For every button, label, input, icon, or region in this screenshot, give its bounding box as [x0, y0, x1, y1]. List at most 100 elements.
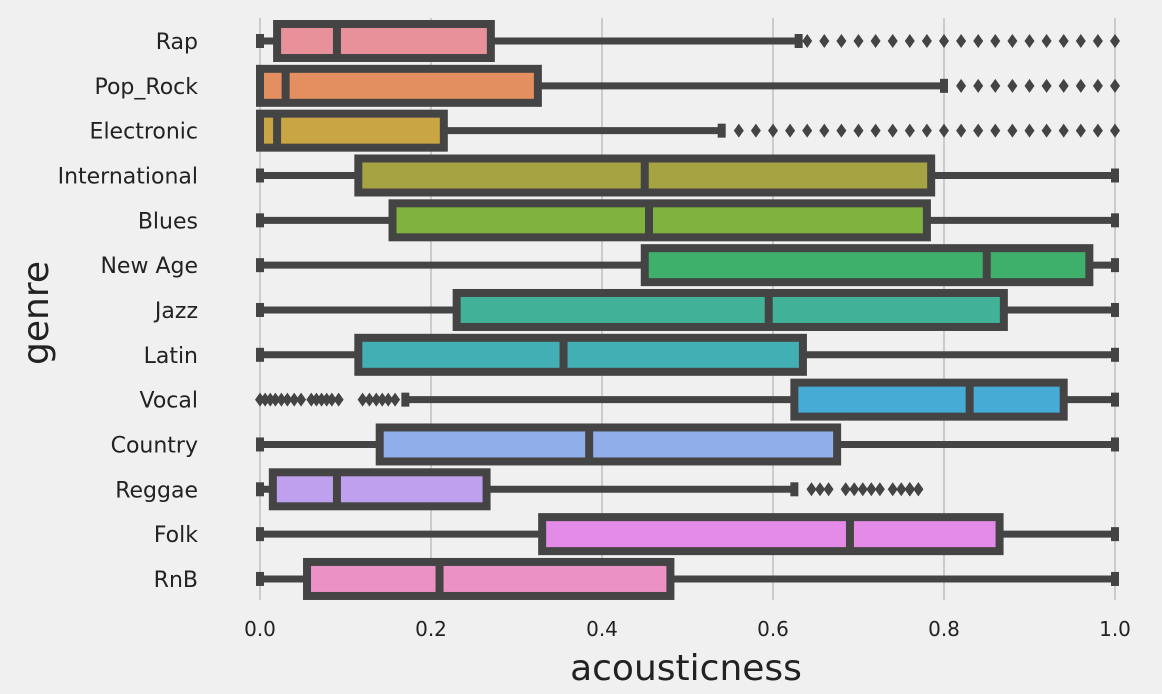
- x-tick-0: 0.0: [244, 617, 276, 641]
- iqr-box: [303, 557, 675, 600]
- iqr-box: [538, 513, 1004, 556]
- genre-labels: RapPop_RockElectronicInternationalBluesN…: [58, 30, 199, 593]
- flier: [750, 123, 761, 138]
- flier: [823, 482, 834, 497]
- flier: [819, 123, 830, 138]
- flier: [1007, 78, 1018, 93]
- genre-label-reggae: Reggae: [115, 478, 198, 503]
- whisker-cap-low: [256, 482, 264, 497]
- flier: [973, 123, 984, 138]
- flier: [1058, 34, 1069, 48]
- flier: [956, 123, 967, 138]
- flier: [904, 482, 915, 497]
- genre-label-jazz: Jazz: [153, 299, 198, 324]
- boxes: [255, 20, 1120, 600]
- whisker-cap-high: [790, 482, 799, 497]
- flier: [840, 482, 851, 497]
- genre-label-pop_rock: Pop_Rock: [94, 75, 198, 100]
- flier: [866, 482, 877, 497]
- flier: [836, 34, 847, 48]
- flier: [1075, 78, 1086, 93]
- flier: [904, 123, 915, 138]
- flier: [260, 392, 271, 407]
- flier: [296, 392, 307, 407]
- whisker-cap-high: [940, 78, 948, 93]
- box-latin: [256, 333, 1119, 376]
- genre-label-vocal: Vocal: [140, 389, 199, 414]
- flier: [316, 392, 327, 407]
- box-reggae: [256, 468, 924, 511]
- flier: [311, 392, 322, 407]
- flier: [1024, 78, 1035, 93]
- flier: [870, 123, 881, 138]
- x-tick-1: 0.2: [415, 617, 447, 641]
- box-jazz: [256, 288, 1119, 331]
- flier: [1041, 78, 1052, 93]
- iqr-box: [354, 333, 807, 376]
- flier: [990, 78, 1001, 93]
- flier: [1007, 123, 1018, 138]
- whisker-cap-high: [1111, 392, 1119, 407]
- box-blues: [256, 199, 1119, 242]
- whisker-cap-high: [1111, 213, 1119, 228]
- flier: [913, 482, 924, 497]
- flier: [768, 123, 778, 138]
- flier: [1092, 78, 1103, 93]
- flier: [1058, 123, 1069, 138]
- flier: [857, 482, 868, 497]
- whisker-cap-high: [1111, 571, 1119, 586]
- flier: [1041, 34, 1052, 48]
- box-new age: [256, 244, 1119, 287]
- flier: [1007, 34, 1018, 48]
- x-tick-3: 0.6: [757, 617, 789, 641]
- flier: [956, 78, 967, 93]
- box-rnb: [256, 557, 1119, 600]
- flier: [390, 392, 401, 407]
- flier: [853, 34, 864, 48]
- iqr-box: [256, 109, 448, 152]
- genre-label-folk: Folk: [154, 523, 198, 548]
- box-country: [256, 423, 1119, 466]
- flier: [282, 392, 293, 407]
- flier: [1075, 123, 1086, 138]
- flier: [849, 482, 860, 497]
- flier: [321, 392, 332, 407]
- whisker-cap-low: [256, 34, 264, 48]
- genre-label-latin: Latin: [144, 344, 198, 369]
- whisker-cap-high: [1111, 258, 1119, 273]
- flier: [853, 123, 864, 138]
- x-tick-4: 0.8: [928, 617, 960, 641]
- genre-label-rap: Rap: [156, 30, 198, 55]
- flier: [815, 482, 826, 497]
- flier: [896, 482, 907, 497]
- whisker-cap-high: [794, 34, 803, 48]
- iqr-box: [375, 423, 842, 466]
- iqr-box: [790, 378, 1068, 421]
- flier: [276, 392, 287, 407]
- whisker-cap-high: [1111, 302, 1119, 317]
- iqr-box: [273, 20, 495, 62]
- flier: [255, 392, 265, 407]
- genre-label-new age: New Age: [100, 254, 198, 279]
- genre-label-country: Country: [111, 433, 198, 458]
- x-axis-title: acousticness: [570, 648, 802, 689]
- iqr-box: [256, 64, 542, 107]
- flier: [874, 482, 885, 497]
- flier: [326, 392, 337, 407]
- whisker-cap-low: [256, 258, 264, 273]
- flier: [265, 392, 276, 407]
- flier: [939, 34, 949, 48]
- box-rap: [256, 20, 1120, 62]
- whisker-cap-high: [1111, 527, 1119, 542]
- flier: [1092, 123, 1103, 138]
- whisker-cap-high: [717, 123, 726, 138]
- whisker-cap-low: [401, 392, 410, 407]
- whisker-cap-low: [256, 347, 264, 362]
- flier: [921, 34, 932, 48]
- flier: [1058, 78, 1069, 93]
- flier: [357, 392, 368, 407]
- flier: [306, 392, 317, 407]
- flier: [377, 392, 388, 407]
- genre-label-electronic: Electronic: [90, 120, 198, 145]
